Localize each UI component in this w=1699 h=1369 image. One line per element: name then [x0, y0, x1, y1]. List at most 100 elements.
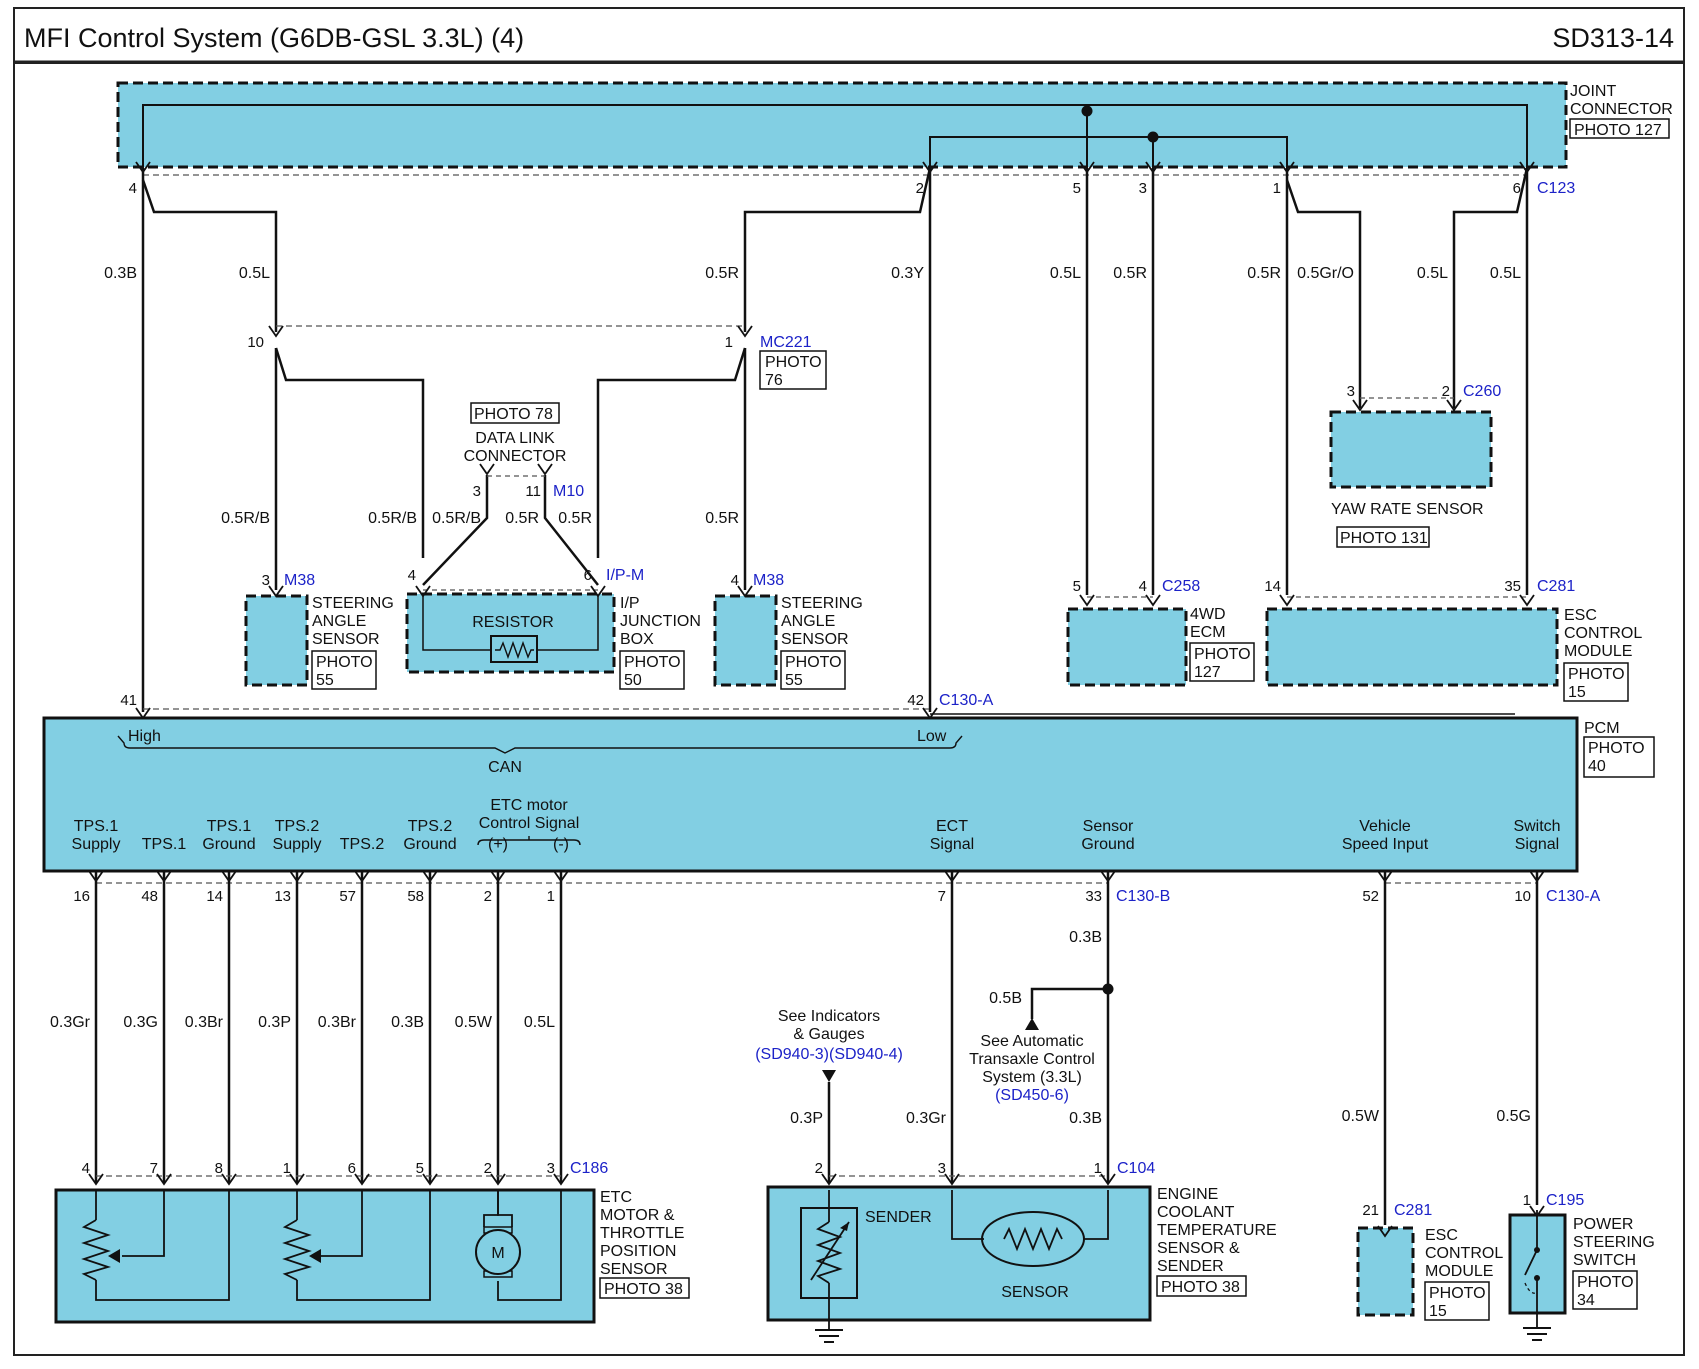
pin-label: 5 — [416, 1160, 424, 1177]
connector-chevron-icon — [1352, 399, 1368, 412]
connector-chevron-icon — [1145, 161, 1161, 174]
connector-chevron-icon — [737, 325, 753, 338]
connector-chevron-icon — [553, 870, 569, 883]
connector-id-c260: C260 — [1463, 383, 1501, 400]
pin-label: 1 — [725, 334, 733, 351]
motor-label: M — [491, 1245, 504, 1262]
connector-id-c195: C195 — [1546, 1192, 1584, 1209]
connector-chevron-icon — [156, 1173, 172, 1186]
pin-label: 6 — [348, 1160, 356, 1177]
pcm-terminal-label: Ground — [202, 836, 255, 853]
pin-label: 10 — [1514, 888, 1531, 905]
pin-label: 5 — [1073, 180, 1081, 197]
diagram-frame — [13, 62, 1685, 1356]
connector-chevron-icon — [268, 325, 284, 338]
connector-chevron-icon — [415, 585, 431, 598]
wire-color-label: 0.3Br — [318, 1014, 357, 1031]
connector-id-c186: C186 — [570, 1160, 608, 1177]
pin-label: 4 — [731, 572, 739, 589]
pin-label: 3 — [473, 483, 481, 500]
connector-chevron-icon — [1519, 594, 1535, 607]
connector-chevron-icon — [821, 1173, 837, 1186]
connector-chevron-icon — [1079, 594, 1095, 607]
pcm-terminal-label: Speed Input — [1342, 836, 1429, 853]
pcm-terminal-label: (-) — [553, 836, 569, 853]
wire-color-label: 0.3Gr — [50, 1014, 91, 1031]
pin-label: 1 — [1273, 180, 1281, 197]
pcm-terminal-label: Ground — [403, 836, 456, 853]
can-label: CAN — [488, 759, 522, 776]
connector-chevron-icon — [1529, 870, 1545, 883]
wire-color-label: 0.3B — [1069, 929, 1102, 946]
wire-color-label: 0.5R — [705, 265, 739, 282]
pin-label: 16 — [73, 888, 90, 905]
wire-color-label: 0.5R — [558, 510, 592, 527]
header: MFI Control System (G6DB-GSL 3.3L) (4) S… — [13, 7, 1685, 64]
connector-chevron-icon — [1279, 594, 1295, 607]
connector-chevron-icon — [590, 585, 606, 598]
wire-color-label: 0.3Y — [891, 265, 924, 282]
ect-sensor-photo: PHOTO 38 — [1161, 1279, 1240, 1296]
connector-chevron-icon — [922, 161, 938, 174]
pin-label: 2 — [1442, 383, 1450, 400]
pin-label: 1 — [547, 888, 555, 905]
pin-label: 48 — [141, 888, 158, 905]
connector-chevron-icon — [1079, 161, 1095, 174]
indicators-reference-link[interactable]: (SD940-3)(SD940-4) — [755, 1046, 903, 1063]
wire-color-label: 0.3G — [123, 1014, 158, 1031]
connector-id-c123: C123 — [1537, 180, 1575, 197]
connector-chevron-icon — [422, 1173, 438, 1186]
connector-chevron-icon — [268, 585, 284, 598]
pcm-terminal-label: Switch — [1513, 818, 1560, 835]
connector-id-c130a: C130-A — [1546, 888, 1601, 905]
pcm-terminal-label: Supply — [72, 836, 121, 853]
connector-chevron-icon — [537, 463, 553, 476]
pin-label: 52 — [1362, 888, 1379, 905]
pin-label: 58 — [407, 888, 424, 905]
connector-chevron-icon — [553, 1173, 569, 1186]
pin-label: 1 — [1523, 1192, 1531, 1209]
connector-chevron-icon — [490, 1173, 506, 1186]
wire-color-label: 0.5B — [989, 990, 1022, 1007]
connector-chevron-icon — [156, 870, 172, 883]
connector-chevron-icon — [737, 585, 753, 598]
pin-label: 8 — [215, 1160, 223, 1177]
wire-color-label: 0.3P — [790, 1110, 823, 1127]
atcs-reference-link[interactable]: (SD450-6) — [995, 1087, 1069, 1104]
pin-label: 5 — [1073, 578, 1081, 595]
connector-chevron-icon — [1100, 870, 1116, 883]
sensor-label: SENSOR — [1001, 1284, 1069, 1301]
pcm-terminal-label: Signal — [930, 836, 974, 853]
connector-chevron-icon — [289, 870, 305, 883]
pcm-terminal-label: TPS.2 — [275, 818, 320, 835]
pin-label: 35 — [1504, 578, 1521, 595]
pin-label: 21 — [1362, 1202, 1379, 1219]
pcm-terminal-label: TPS.2 — [408, 818, 453, 835]
connector-chevron-icon — [135, 707, 151, 720]
pin-label: 3 — [1139, 180, 1147, 197]
connector-chevron-icon — [88, 1173, 104, 1186]
pcm-terminal-label: TPS.2 — [340, 836, 385, 853]
pcm-label: PCM — [1584, 720, 1620, 737]
connector-chevron-icon — [944, 870, 960, 883]
wire-color-label: 0.5L — [1490, 265, 1521, 282]
connector-chevron-icon — [479, 463, 495, 476]
pin-label: 6 — [1513, 180, 1521, 197]
wire-color-label: 0.5R/B — [368, 510, 417, 527]
pin-label: 14 — [206, 888, 223, 905]
pin-label: 1 — [283, 1160, 291, 1177]
